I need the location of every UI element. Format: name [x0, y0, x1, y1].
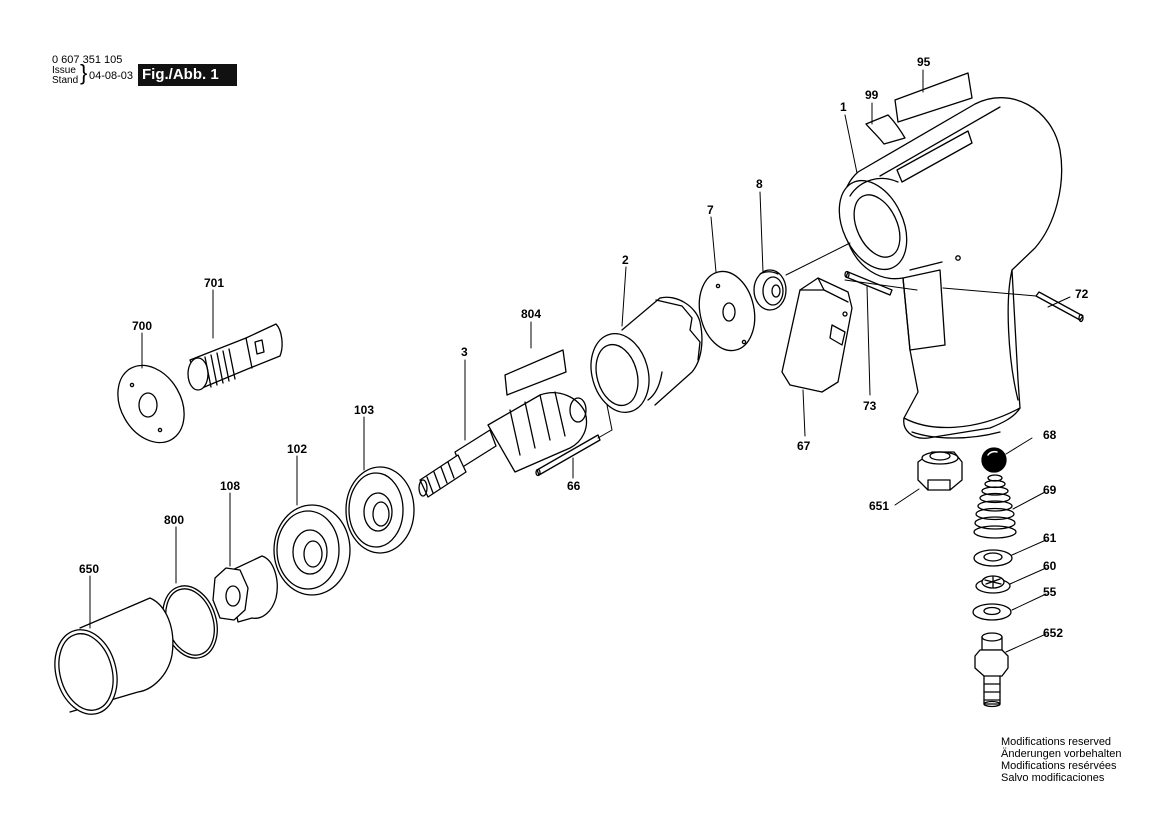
pin-part-72	[1035, 291, 1084, 323]
spring-part-69	[973, 474, 1017, 539]
label-plates	[865, 72, 973, 145]
part-number-labels: 95 99 1 8 7 2 72 73 67 804 3 701 700 103…	[79, 55, 1089, 640]
nut-part-108	[212, 555, 278, 623]
part-number-103: 103	[354, 403, 374, 417]
rotor-part-3	[418, 391, 588, 498]
trigger-part-67	[781, 277, 853, 393]
issue-date: 04-08-03	[89, 70, 134, 82]
part-number-650: 650	[79, 562, 99, 576]
bearing-part-102	[273, 504, 351, 596]
modification-notes: Modifications reserved Änderungen vorbeh…	[1001, 736, 1121, 784]
washer-part-700	[117, 364, 185, 444]
note-fr: Modifications resérvées	[1001, 760, 1117, 772]
part-number-3: 3	[461, 345, 468, 359]
part-number-1: 1	[840, 100, 847, 114]
filter-part-60	[975, 575, 1011, 594]
note-de: Änderungen vorbehalten	[1001, 748, 1122, 760]
part-number-804: 804	[521, 307, 541, 321]
part-number-102: 102	[287, 442, 307, 456]
document-number: 0 607 351 105	[52, 54, 123, 66]
part-number-652: 652	[1043, 626, 1063, 640]
brace-glyph: }	[80, 60, 88, 85]
part-number-7: 7	[707, 203, 714, 217]
housing-part	[838, 97, 1063, 439]
leader-lines	[89, 69, 1071, 653]
spindle-part-701	[187, 323, 283, 391]
part-number-700: 700	[132, 319, 152, 333]
part-number-73: 73	[863, 399, 877, 413]
washer-part-61	[973, 549, 1013, 567]
figure-label: Fig./Abb. 1	[138, 64, 237, 86]
part-number-69: 69	[1043, 483, 1057, 497]
part-number-68: 68	[1043, 428, 1057, 442]
ball-part-68	[981, 447, 1007, 473]
cylinder-part-2	[590, 296, 703, 413]
part-number-67: 67	[797, 439, 811, 453]
part-number-72: 72	[1075, 287, 1089, 301]
part-number-2: 2	[622, 253, 629, 267]
note-es: Salvo modificaciones	[1001, 772, 1105, 784]
note-en: Modifications reserved	[1001, 736, 1112, 748]
cap-part-650	[54, 597, 174, 715]
issue-label: Issue Stand	[52, 66, 78, 86]
part-number-61: 61	[1043, 531, 1057, 545]
part-number-55: 55	[1043, 585, 1057, 599]
part-number-99: 99	[865, 88, 879, 102]
fitting-part-651	[917, 451, 963, 491]
part-number-651: 651	[869, 499, 889, 513]
part-number-95: 95	[917, 55, 931, 69]
washer-part-55	[972, 603, 1012, 621]
issue-label-de: Stand	[52, 75, 79, 86]
part-number-8: 8	[756, 177, 763, 191]
issue-label-en: Issue	[52, 65, 76, 76]
part-number-60: 60	[1043, 559, 1057, 573]
part-number-66: 66	[567, 479, 581, 493]
bearing-part-103	[345, 466, 415, 554]
bearing-part-8	[753, 269, 787, 311]
part-number-108: 108	[220, 479, 240, 493]
part-number-701: 701	[204, 276, 224, 290]
pin-part-66	[535, 434, 601, 477]
vane-part-804	[504, 349, 567, 396]
hose-nipple-part-652	[974, 632, 1009, 708]
end-plate-part-7	[698, 270, 756, 352]
part-number-800: 800	[164, 513, 184, 527]
